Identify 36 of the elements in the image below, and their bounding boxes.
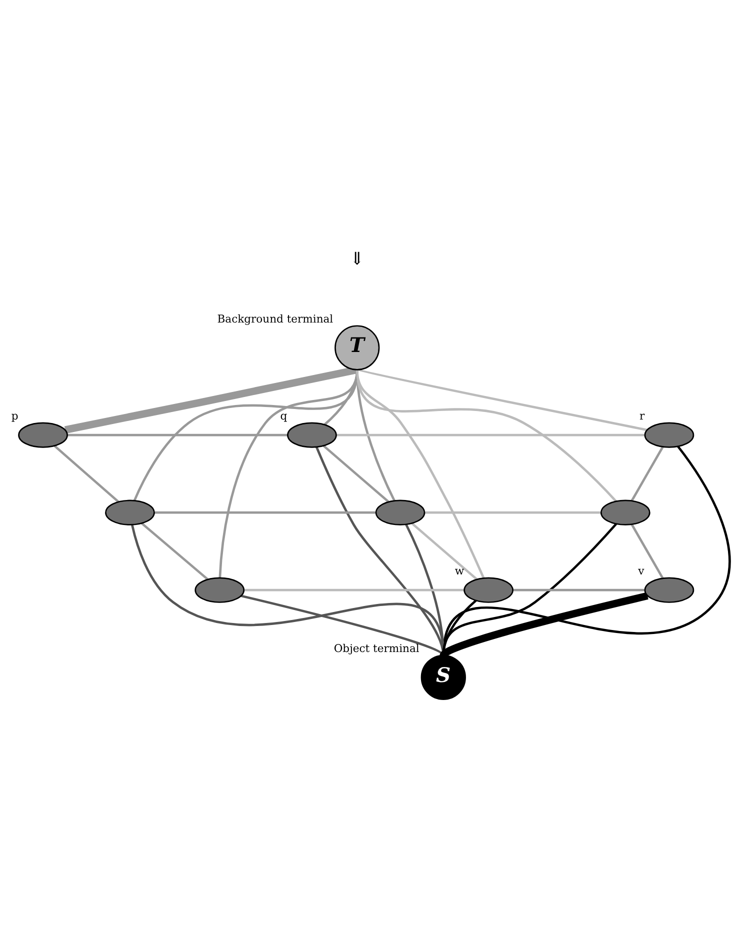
node-label: w (454, 564, 464, 577)
node-ellipse (375, 499, 426, 525)
node-label: v (638, 564, 644, 577)
connector (154, 510, 376, 514)
node-circle: S (420, 654, 466, 700)
node-ellipse (644, 422, 694, 448)
node-ellipse (644, 576, 694, 602)
node-label: Object terminal (334, 641, 420, 654)
node-label: q (280, 408, 288, 422)
connector (424, 510, 602, 514)
node-ellipse (287, 422, 337, 448)
connector (336, 433, 645, 436)
node-label: Background terminal (217, 312, 334, 325)
connector (356, 368, 648, 431)
connector (512, 588, 645, 591)
connector (244, 588, 464, 591)
node-ellipse (464, 576, 514, 602)
connector (140, 522, 209, 580)
node-label: r (640, 408, 645, 422)
node-label: p (11, 408, 18, 422)
connector (356, 369, 485, 578)
connector (64, 366, 358, 434)
connector (411, 522, 478, 580)
node-ellipse (105, 499, 155, 525)
node-ellipse (194, 576, 245, 602)
node-ellipse (18, 422, 68, 448)
connector (131, 524, 445, 656)
connector (322, 444, 390, 502)
label: ⇓ (350, 248, 364, 269)
node-ellipse (600, 499, 650, 525)
connector (54, 444, 120, 502)
connector (67, 433, 288, 436)
connector (630, 523, 664, 578)
connector (240, 594, 444, 656)
connector (630, 446, 664, 501)
node-circle: T (334, 324, 380, 370)
